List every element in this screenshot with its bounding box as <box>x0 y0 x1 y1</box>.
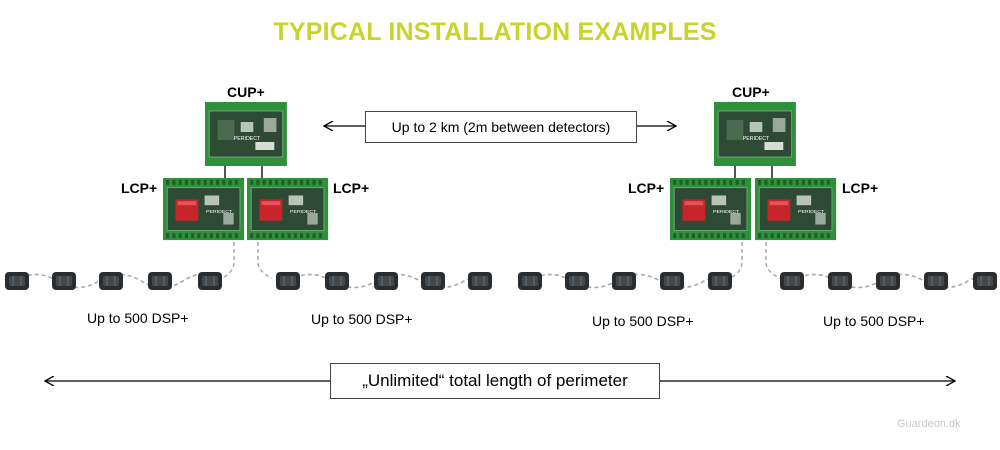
dsp-sensor-icon <box>923 271 949 291</box>
lcp-board-icon <box>670 178 751 240</box>
dsp-sensor-icon <box>779 271 805 291</box>
dsp-capacity-label: Up to 500 DSP+ <box>311 311 413 327</box>
cup-label: CUP+ <box>227 84 265 100</box>
dsp-sensor-icon <box>51 271 77 291</box>
perimeter-label-box: „Unlimited“ total length of perimeter <box>330 363 660 399</box>
lcp-label: LCP+ <box>333 180 370 196</box>
dsp-sensor-icon <box>659 271 685 291</box>
dsp-sensor-icon <box>420 271 446 291</box>
range-label-box: Up to 2 km (2m between detectors) <box>365 111 637 143</box>
lcp-label: LCP+ <box>121 180 158 196</box>
dsp-sensor-icon <box>972 271 998 291</box>
cup-board-icon <box>713 101 797 167</box>
installation-1 <box>4 101 493 291</box>
footer-watermark: Guardeon.dk <box>897 418 961 430</box>
dsp-sensor-icon <box>875 271 901 291</box>
dsp-capacity-label: Up to 500 DSP+ <box>823 313 925 329</box>
dsp-capacity-label: Up to 500 DSP+ <box>87 310 189 326</box>
cup-board-icon <box>204 101 288 167</box>
dsp-sensor-icon <box>324 271 350 291</box>
lcp-board-icon <box>755 178 836 240</box>
dsp-sensor-icon <box>517 271 543 291</box>
lcp-label: LCP+ <box>842 180 879 196</box>
cup-label: CUP+ <box>732 84 770 100</box>
dsp-sensor-icon <box>4 271 30 291</box>
lcp-board-icon <box>247 178 328 240</box>
dsp-sensor-icon <box>98 271 124 291</box>
installation-2 <box>517 101 998 291</box>
dsp-sensor-icon <box>467 271 493 291</box>
dsp-sensor-icon <box>373 271 399 291</box>
lcp-label: LCP+ <box>628 180 665 196</box>
dsp-sensor-icon <box>611 271 637 291</box>
dsp-sensor-icon <box>275 271 301 291</box>
dsp-sensor-icon <box>707 271 733 291</box>
lcp-board-icon <box>163 178 244 240</box>
dsp-sensor-icon <box>564 271 590 291</box>
page-title: TYPICAL INSTALLATION EXAMPLES <box>273 18 717 46</box>
dsp-sensor-icon <box>827 271 853 291</box>
dsp-sensor-icon <box>147 271 173 291</box>
dsp-capacity-label: Up to 500 DSP+ <box>592 313 694 329</box>
dsp-sensor-icon <box>197 271 223 291</box>
